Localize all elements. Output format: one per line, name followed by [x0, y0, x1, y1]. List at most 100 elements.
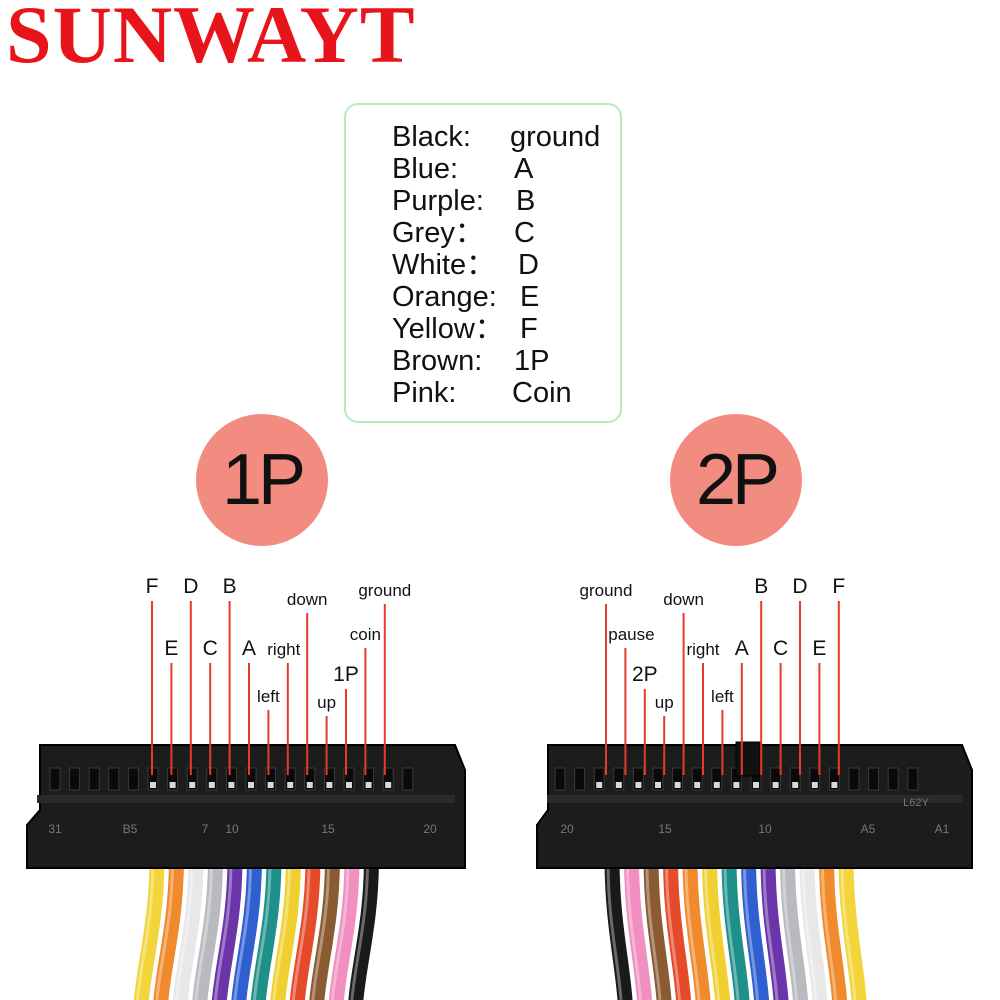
wire-highlight [194, 861, 213, 1000]
pin-slot [613, 767, 625, 791]
legend-color: Orange: [392, 281, 497, 313]
pin-slot [691, 767, 703, 791]
pin-slot [907, 767, 919, 791]
pin-contact [228, 782, 235, 788]
wire [289, 850, 321, 1000]
wire-highlight [743, 861, 759, 1000]
pin-slot [652, 767, 664, 791]
pin-contact [346, 782, 352, 788]
legend-row: Pink:Coin [392, 379, 572, 408]
wire [153, 850, 184, 1000]
pin-slot [402, 767, 414, 791]
pin-label: pause [608, 625, 654, 644]
pin-label: 2P [632, 663, 658, 686]
pin-label: coin [350, 625, 381, 644]
wire [741, 850, 769, 1000]
wire [663, 850, 691, 1000]
pin-label: ground [358, 581, 411, 600]
pin-number-label: 15 [321, 822, 335, 836]
wire-highlight [155, 861, 174, 1000]
wire-highlight [684, 861, 701, 1000]
pin-slot [711, 767, 723, 791]
pin-slot [186, 767, 198, 791]
wire-highlight [606, 861, 623, 1000]
pin-label: ground [580, 581, 633, 600]
pin-slot [554, 767, 566, 791]
pin-slot [108, 767, 120, 791]
wire [348, 850, 379, 1000]
legend-meaning: C [514, 217, 535, 249]
pin-label: right [686, 640, 719, 659]
pin-slot [887, 767, 899, 791]
player-2-badge: 2P [670, 414, 802, 546]
wire [624, 850, 652, 1000]
legend-color: White： [392, 249, 496, 281]
pin-number-label: A1 [935, 822, 950, 836]
brand-logo: SUNWAYT [6, 0, 416, 80]
pin-contact [150, 782, 156, 788]
legend-meaning: D [518, 249, 539, 281]
legend-row: White： D [392, 249, 539, 281]
legend-meaning: 1P [514, 345, 550, 377]
pin-slot [167, 767, 179, 791]
pin-contact [385, 782, 392, 788]
wire [760, 850, 789, 1000]
pin-label: C [203, 637, 218, 660]
wire-highlight [233, 861, 252, 1000]
pin-slot [206, 767, 218, 791]
pin-slot [809, 767, 821, 791]
pin-label: down [663, 590, 704, 609]
pin-slot [868, 767, 880, 791]
wire-highlight [311, 861, 330, 1000]
pin-contact [694, 782, 701, 788]
wire [721, 850, 750, 1000]
pin-contact [792, 782, 799, 788]
pin-slot [49, 767, 61, 791]
legend-meaning: B [516, 185, 536, 217]
connector-1p [26, 601, 466, 1000]
wire [682, 850, 711, 1000]
pin-slot [343, 767, 355, 791]
pin-slot [225, 767, 237, 791]
wire-highlight [762, 861, 779, 1000]
wire-color-legend: Black:ground Blue:A Purple:B Grey：C Whit… [344, 103, 622, 423]
player-1-badge: 1P [196, 414, 328, 546]
pin-label: down [287, 590, 328, 609]
pin-slot [574, 767, 586, 791]
pin-contact [169, 782, 176, 788]
pin-contact [365, 782, 372, 788]
pin-slot [304, 767, 316, 791]
pin-contact [811, 782, 818, 788]
wire-highlight [272, 861, 291, 1000]
pin-contact [326, 782, 333, 788]
pin-number-label: 31 [48, 822, 62, 836]
pin-label: A [735, 637, 749, 660]
pin-number-label: 20 [560, 822, 574, 836]
pin-number-label: B5 [123, 822, 138, 836]
legend-meaning: E [520, 281, 540, 313]
pin-label: B [223, 575, 237, 598]
legend-row: Blue:A [392, 153, 533, 185]
pin-label: left [711, 687, 734, 706]
pin-label: 1P [333, 663, 359, 686]
connector-2p [536, 601, 973, 1000]
wire [172, 850, 204, 1000]
legend-row: Purple:B [392, 187, 535, 216]
pin-label: F [146, 575, 159, 598]
pin-label: E [812, 637, 826, 660]
housing-ridge [37, 795, 455, 803]
legend-color: Black: [392, 121, 471, 153]
wire [643, 850, 672, 1000]
wire-highlight [821, 861, 837, 1000]
legend-color: Blue: [392, 153, 459, 185]
pin-contact [596, 782, 603, 788]
wire [192, 850, 223, 1000]
wire-highlight [252, 861, 272, 1000]
legend-row: Grey：C [392, 219, 535, 248]
wire [133, 850, 165, 1000]
wire-highlight [782, 861, 798, 1000]
pin-contact [189, 782, 196, 788]
wire-highlight [330, 861, 350, 1000]
pin-slot [363, 767, 375, 791]
pin-slot [593, 767, 605, 791]
